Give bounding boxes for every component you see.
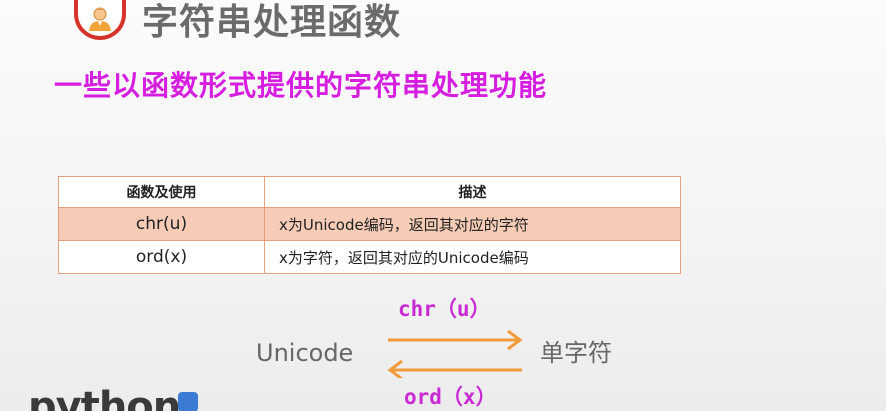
table-header-row: 函数及使用 描述 (58, 176, 681, 208)
unicode-label: Unicode (256, 339, 354, 367)
table-row: ord(x) x为字符，返回其对应的Unicode编码 (58, 240, 681, 274)
function-table: 函数及使用 描述 chr(u) x为Unicode编码，返回其对应的字符 ord… (58, 176, 681, 274)
user-avatar-icon (74, 0, 126, 40)
conversion-arrows (387, 329, 523, 378)
logo-text: python (28, 386, 181, 411)
single-char-label: 单字符 (540, 339, 612, 367)
arrow-right-icon (388, 329, 523, 351)
column-header-function: 函数及使用 (58, 176, 265, 208)
person-icon (89, 7, 111, 31)
forward-function-label: chr（u） (398, 297, 491, 321)
logo-mark-icon (178, 392, 198, 411)
arrow-left-icon (387, 359, 522, 378)
table-row: chr(u) x为Unicode编码，返回其对应的字符 (58, 207, 681, 241)
python-logo: python (28, 386, 198, 411)
backward-function-label: ord（x） (404, 385, 497, 409)
column-header-description: 描述 (264, 176, 681, 208)
description-cell: x为字符，返回其对应的Unicode编码 (264, 240, 681, 274)
description-cell: x为Unicode编码，返回其对应的字符 (264, 207, 681, 241)
page-title: 字符串处理函数 (142, 2, 402, 43)
section-subtitle: 一些以函数形式提供的字符串处理功能 (54, 69, 548, 102)
function-cell: chr(u) (58, 207, 265, 241)
function-cell: ord(x) (58, 240, 265, 274)
